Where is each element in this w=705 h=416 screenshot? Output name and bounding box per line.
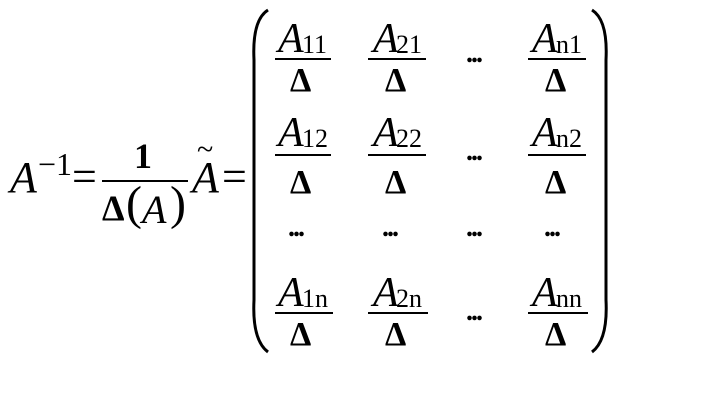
cell-r2c4-base: A — [532, 110, 558, 156]
cell-r2c1-sub: 12 — [302, 124, 328, 153]
cell-r1c2-delta: Δ — [385, 62, 407, 99]
cell-r1c1-bar — [275, 58, 331, 60]
cell-r4c2-delta: Δ — [385, 316, 407, 353]
cell-r2c2-delta: Δ — [385, 164, 407, 201]
cell-r4c2-sub: 2n — [396, 284, 422, 313]
cell-r2c2-bar — [368, 154, 426, 156]
cell-r1c4-bar — [528, 58, 586, 60]
equals-sign-2: = — [222, 152, 247, 201]
cell-r1c2-base: A — [373, 16, 399, 62]
cell-r4c1-bar — [275, 312, 333, 314]
cell-r3c2-ellipsis: ... — [382, 212, 399, 243]
cell-r4c4-sub: nn — [556, 284, 582, 313]
adjugate-tilde: ~ — [197, 133, 214, 166]
adjugate-base: A — [192, 153, 219, 202]
lhs-exponent: −1 — [38, 146, 73, 182]
cell-r3c4-ellipsis: ... — [544, 212, 561, 243]
cell-r2c3-ellipsis: ... — [466, 136, 483, 167]
fraction-open-paren: ( — [126, 177, 142, 230]
cell-r1c4-delta: Δ — [545, 62, 567, 99]
cell-r2c2-base: A — [373, 110, 399, 156]
equals-sign: = — [72, 152, 97, 201]
cell-r2c4-bar — [528, 154, 586, 156]
cell-r2c2-sub: 22 — [396, 124, 422, 153]
fraction-bar — [102, 180, 188, 182]
fraction-close-paren: ) — [170, 177, 186, 230]
cell-r4c2-base: A — [373, 270, 399, 316]
cell-r1c1-base: A — [278, 16, 304, 62]
cell-r4c2-bar — [368, 312, 428, 314]
cell-r4c1-sub: 1n — [302, 284, 328, 313]
cell-r2c1-bar — [275, 154, 331, 156]
cell-r1c3-ellipsis: ... — [466, 38, 483, 69]
cell-r2c1-delta: Δ — [290, 164, 312, 201]
cell-r2c4-sub: n2 — [556, 124, 582, 153]
cell-r2c1-base: A — [278, 110, 304, 156]
cell-r4c1-delta: Δ — [290, 316, 312, 353]
cell-r4c3-ellipsis: ... — [466, 296, 483, 327]
cell-r1c4-sub: n1 — [556, 30, 582, 59]
fraction-numerator: 1 — [134, 136, 152, 176]
cell-r1c2-sub: 21 — [396, 30, 422, 59]
fraction-delta: Δ — [102, 188, 125, 228]
cell-r2c4-delta: Δ — [545, 164, 567, 201]
cell-r1c1-sub: 11 — [302, 30, 328, 59]
cell-r4c4-bar — [528, 312, 588, 314]
cell-r1c2-bar — [368, 58, 426, 60]
cell-r1c4-base: A — [532, 16, 558, 62]
fraction-arg: A — [142, 187, 167, 232]
cell-r3c3-ellipsis: ... — [466, 212, 483, 243]
cell-r3c1-ellipsis: ... — [288, 212, 305, 243]
cell-r4c4-delta: Δ — [545, 316, 567, 353]
cell-r4c4-base: A — [532, 270, 558, 316]
cell-r4c1-base: A — [278, 270, 304, 316]
cell-r1c1-delta: Δ — [290, 62, 312, 99]
lhs-base: A — [10, 153, 37, 202]
